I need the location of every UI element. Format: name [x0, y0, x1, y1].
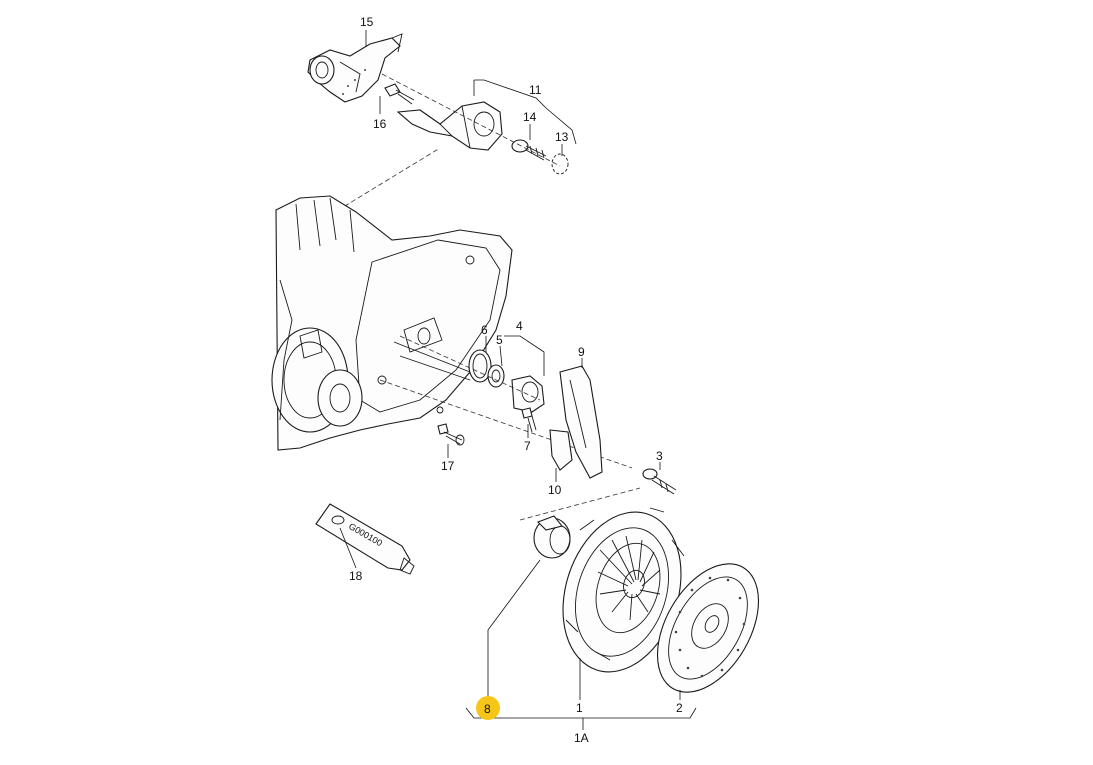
- callout-15[interactable]: 15: [360, 15, 374, 29]
- callout-13[interactable]: 13: [555, 130, 569, 144]
- callout-3[interactable]: 3: [656, 449, 663, 463]
- part-10-spring-clip: [549, 429, 573, 471]
- callout-8[interactable]: 8: [484, 702, 491, 716]
- callout-2[interactable]: 2: [676, 701, 683, 715]
- callout-4[interactable]: 4: [516, 319, 523, 333]
- part-2-clutch-disc: [656, 563, 760, 693]
- callout-6[interactable]: 6: [481, 323, 488, 337]
- part-1-pressure-plate: [562, 507, 685, 673]
- callout-7[interactable]: 7: [524, 439, 531, 453]
- callout-1[interactable]: 1: [576, 701, 583, 715]
- part-5-bearing: [487, 364, 505, 388]
- callout-14[interactable]: 14: [523, 110, 537, 124]
- part-7-bolt: [521, 407, 537, 433]
- callout-5[interactable]: 5: [496, 333, 503, 347]
- callout-18[interactable]: 18: [349, 569, 363, 583]
- part-11-selector-lever: [396, 101, 503, 151]
- part-14-pin: [511, 139, 547, 161]
- part-18-grease-tube: G000100: [315, 503, 415, 575]
- part-17-bolt: [437, 423, 465, 446]
- gearbox-housing: [271, 195, 513, 451]
- callout-16[interactable]: 16: [373, 117, 387, 131]
- part-4-guide-sleeve: [511, 375, 545, 413]
- callout-labels: 15 16 11 14 13 6 5 4 9 7 17 3 10 18 8 1 …: [349, 15, 683, 745]
- leader-lines: [339, 30, 697, 730]
- callout-11[interactable]: 11: [529, 83, 542, 97]
- part-15-selector-shaft: [307, 33, 403, 103]
- part-9-release-lever: [559, 365, 603, 479]
- callout-17[interactable]: 17: [441, 459, 455, 473]
- callout-1a[interactable]: 1A: [574, 731, 589, 745]
- part-16-bolt: [384, 83, 415, 105]
- part-3-bolt: [642, 468, 677, 495]
- callout-9[interactable]: 9: [578, 345, 585, 359]
- selected-callout-highlight: [476, 696, 500, 720]
- part-8-release-bearing: [533, 515, 571, 559]
- callout-10[interactable]: 10: [548, 483, 562, 497]
- part-13-circlip: [551, 153, 569, 175]
- part-6-seal-ring: [468, 349, 492, 383]
